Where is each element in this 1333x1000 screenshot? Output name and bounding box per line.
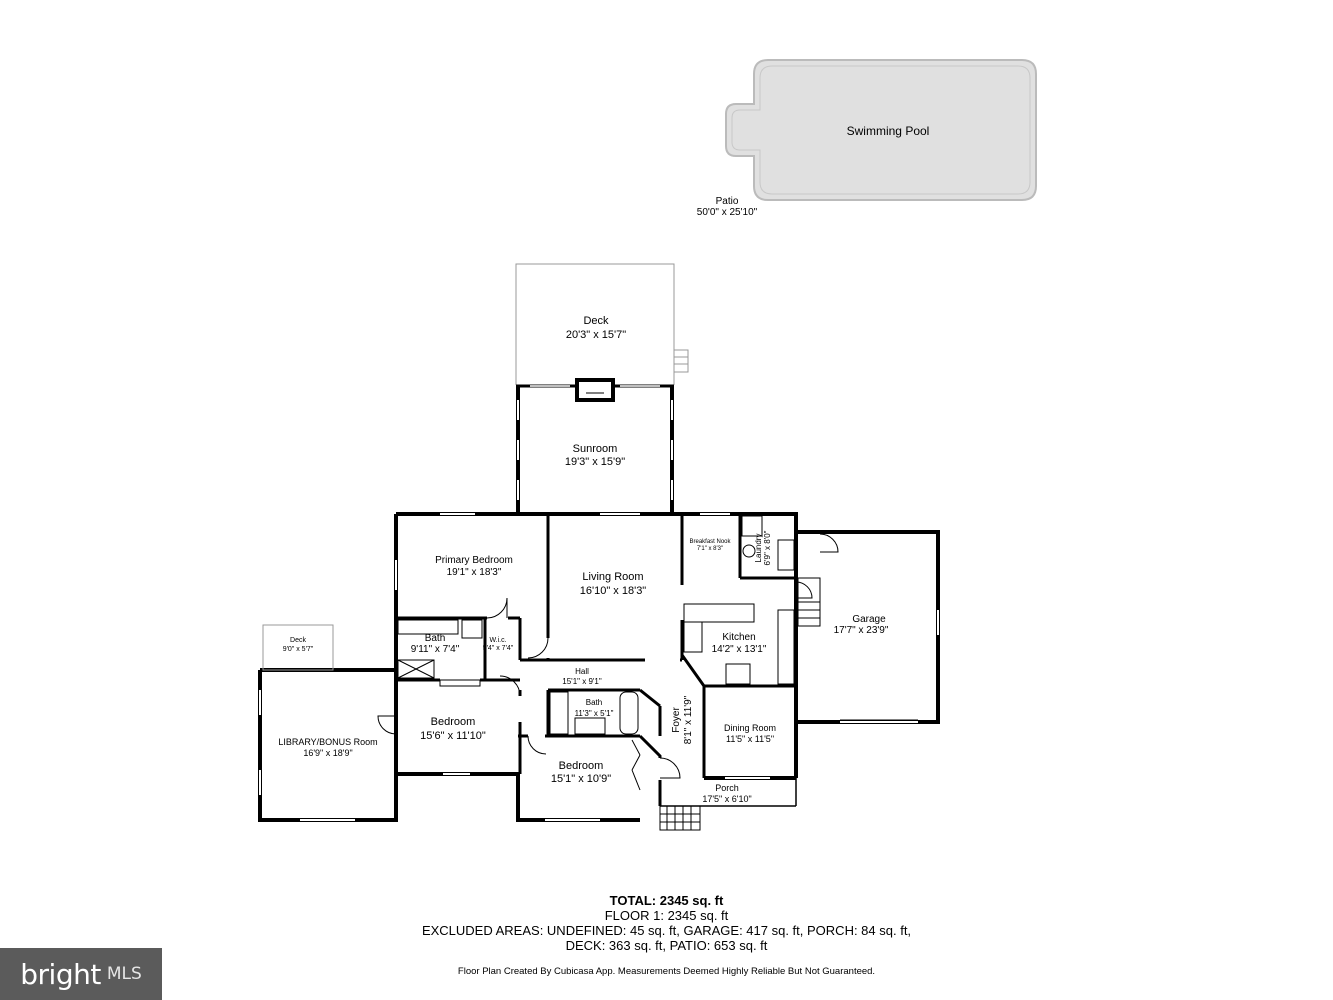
primary-bath-name: Bath — [425, 633, 446, 644]
kitchen-dims: 14'2" x 13'1" — [712, 644, 767, 655]
pool-label: Swimming Pool — [847, 124, 930, 138]
wic-name: W.i.c. — [489, 637, 506, 644]
door-swings — [377, 533, 839, 779]
bedroom-center-dims: 15'1" x 10'9" — [551, 773, 611, 785]
total-area: TOTAL: 2345 sq. ft — [609, 893, 724, 908]
closets — [631, 739, 641, 791]
primary-bedroom-name: Primary Bedroom — [435, 555, 513, 566]
garage-walls — [794, 530, 940, 724]
kitchen-name: Kitchen — [722, 632, 755, 643]
sunroom-walls — [516, 384, 674, 514]
wic-dims: 5'4" x 7'4" — [483, 645, 514, 652]
patio-name: Patio — [716, 196, 739, 207]
bedroom-center-name: Bedroom — [559, 760, 604, 772]
disclaimer-note: Floor Plan Created By Cubicasa App. Meas… — [457, 966, 876, 977]
fireplace — [575, 378, 615, 402]
patio-dims: 50'0" x 25'10" — [697, 207, 758, 218]
library-dims: 16'9" x 18'9" — [303, 748, 352, 758]
bedroom-left-name: Bedroom — [431, 716, 476, 728]
breakfast-nook-name: Breakfast Nook — [689, 539, 731, 545]
breakfast-nook-dims: 7'1" x 8'3" — [697, 546, 723, 552]
primary-bath-fixtures — [397, 619, 483, 687]
sunroom-name: Sunroom — [573, 443, 618, 455]
living-room-dims: 16'10" x 18'3" — [580, 585, 647, 597]
bright-mls-logo: bright MLS — [0, 948, 162, 1000]
exterior-walls — [258, 512, 798, 822]
dining-room-dims: 11'5" x 11'5" — [726, 734, 774, 744]
hall-bath-fixtures — [549, 691, 639, 735]
bedroom-left-dims: 15'6" x 11'10" — [420, 730, 486, 742]
dining-room-name: Dining Room — [724, 723, 776, 733]
hall-name: Hall — [575, 667, 589, 676]
windows — [259, 513, 797, 821]
hall-dims: 15'1" x 9'1" — [562, 677, 602, 686]
living-room-name: Living Room — [582, 571, 643, 583]
primary-bath-dims: 9'11" x 7'4" — [411, 644, 460, 655]
brand-suffix: MLS — [106, 964, 142, 984]
porch-steps — [659, 805, 701, 831]
swimming-pool — [725, 59, 1037, 201]
primary-bedroom-dims: 19'1" x 18'3" — [447, 567, 502, 578]
foyer-name: Foyer — [671, 707, 682, 733]
excluded-areas-line2: DECK: 363 sq. ft, PATIO: 653 sq. ft — [565, 938, 768, 953]
hall-bath-name: Bath — [586, 698, 602, 707]
garage-dims: 17'7" x 23'9" — [834, 625, 889, 636]
porch-dims: 17'5" x 6'10" — [702, 794, 751, 804]
porch-name: Porch — [715, 783, 739, 793]
garage-name: Garage — [852, 614, 886, 625]
library-name: LIBRARY/BONUS Room — [278, 737, 377, 747]
deck-main-name: Deck — [583, 315, 609, 327]
hall-bath-dims: 11'3" x 5'1" — [575, 709, 614, 718]
excluded-areas-line1: EXCLUDED AREAS: UNDEFINED: 45 sq. ft, GA… — [421, 923, 912, 938]
deck-main-dims: 20'3" x 15'7" — [566, 329, 626, 341]
deck-small-dims: 9'0" x 5'7" — [283, 646, 314, 653]
laundry-name: Laundry — [754, 534, 763, 563]
brand-name: bright — [20, 957, 101, 991]
garage-steps — [797, 577, 821, 627]
laundry-dims: 6'9" x 8'0" — [763, 530, 772, 565]
foyer-dims: 8'1" x 11'9" — [683, 695, 694, 744]
floor-area: FLOOR 1: 2345 sq. ft — [604, 908, 729, 923]
deck-outline — [515, 263, 675, 385]
small-deck — [262, 624, 334, 671]
deck-small-name: Deck — [290, 637, 306, 644]
sunroom-dims: 19'3" x 15'9" — [565, 456, 625, 468]
